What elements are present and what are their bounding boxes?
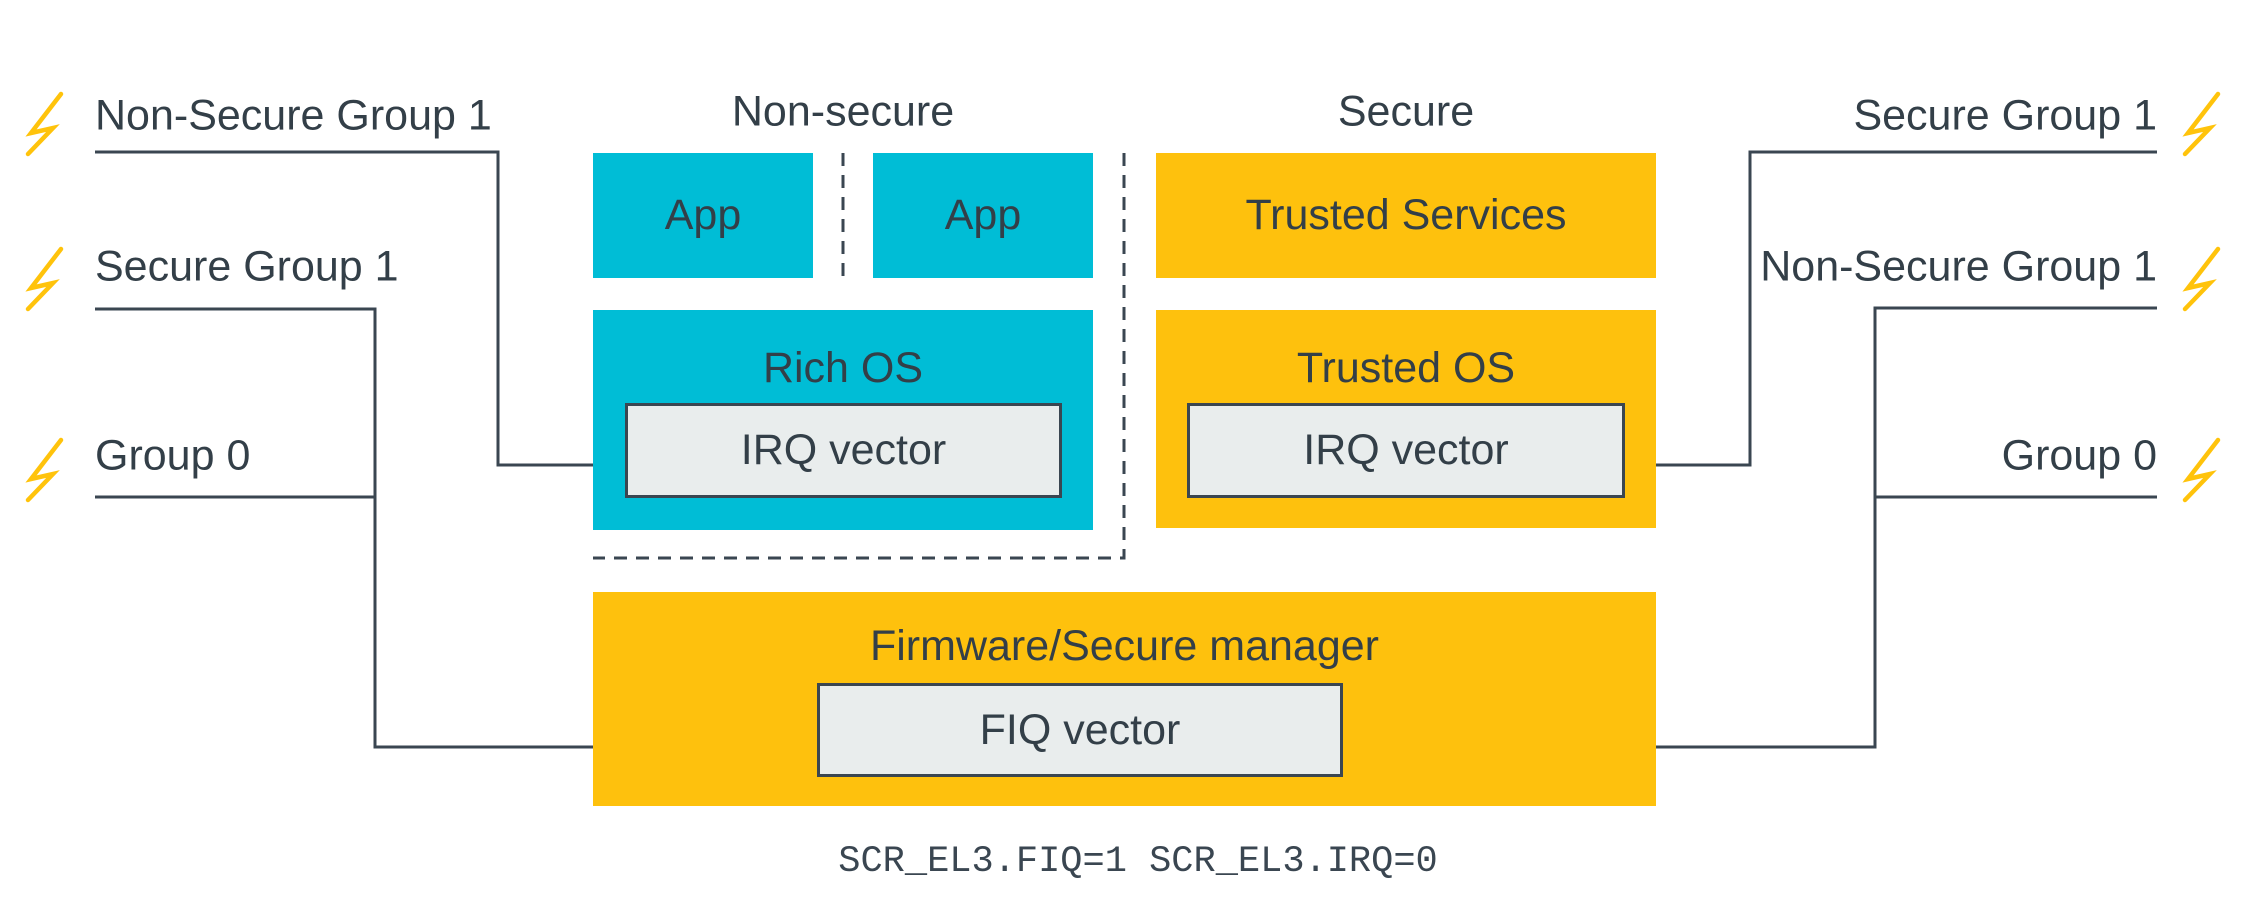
wire-right-secure-group1	[1649, 150, 2157, 467]
fiq-vector-label: FIQ vector	[979, 705, 1181, 754]
section-title-non-secure: Non-secure	[731, 87, 955, 136]
interrupt-bolt-icon	[2182, 437, 2221, 503]
left-source-label-secure-group1: Secure Group 1	[95, 242, 399, 291]
trusted-os-irq-vector-label: IRQ vector	[1303, 426, 1509, 474]
interrupt-bolt-icon	[25, 91, 64, 157]
trusted-services-label: Trusted Services	[1245, 191, 1567, 239]
firmware-secure-manager-label: Firmware/Secure manager	[869, 622, 1379, 670]
rich-os-label: Rich OS	[762, 344, 924, 392]
app-box-1-label: App	[664, 191, 742, 239]
interrupt-bolt-icon	[2182, 246, 2221, 312]
interrupt-bolt-icon	[25, 246, 64, 312]
app-box-2: App	[873, 153, 1093, 278]
interrupt-bolt-icon	[2182, 91, 2221, 157]
trusted-os-box: Trusted OS IRQ vector	[1156, 310, 1656, 528]
app-box-2-label: App	[944, 191, 1022, 239]
rich-os-irq-vector-label: IRQ vector	[740, 426, 947, 474]
rich-os-box: Rich OS IRQ vector	[593, 310, 1093, 530]
app-box-1: App	[593, 153, 813, 278]
scr-el3-register-caption: SCR_EL3.FIQ=1 SCR_EL3.IRQ=0	[838, 841, 1438, 883]
trusted-services-box: Trusted Services	[1156, 153, 1656, 278]
left-source-label-group0: Group 0	[95, 431, 251, 480]
section-title-secure: Secure	[1337, 87, 1475, 136]
right-source-label-group0: Group 0	[2001, 431, 2157, 480]
interrupt-bolt-icon	[25, 437, 64, 503]
fiq-vector-box: FIQ vector	[817, 683, 1343, 777]
trusted-os-irq-vector-box: IRQ vector	[1187, 403, 1625, 498]
wire-left-secure-group1	[95, 307, 794, 749]
firmware-secure-manager-box: Firmware/Secure manager FIQ vector	[593, 592, 1656, 806]
left-source-label-nonsecure-group1: Non-Secure Group 1	[95, 91, 492, 140]
right-source-label-nonsecure-group1: Non-Secure Group 1	[1760, 242, 2157, 291]
wire-left-nonsecure-group1	[95, 150, 601, 467]
dashed-security-boundary	[593, 153, 1126, 560]
rich-os-irq-vector-box: IRQ vector	[625, 403, 1062, 498]
trusted-os-label: Trusted OS	[1296, 344, 1516, 392]
right-source-label-secure-group1: Secure Group 1	[1853, 91, 2157, 140]
